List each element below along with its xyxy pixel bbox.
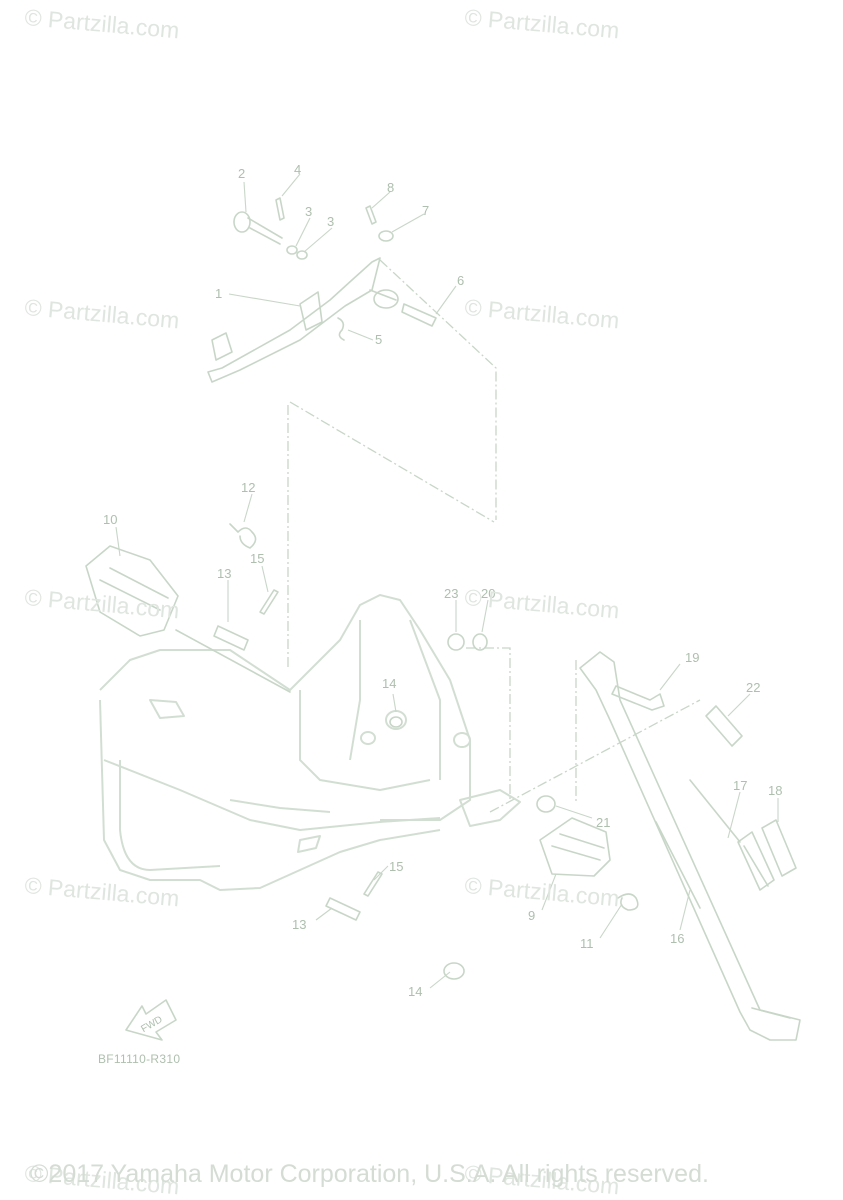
cotter-pin-15-upper [259, 589, 279, 615]
callout-17: 17 [733, 778, 747, 793]
callout-15a: 15 [250, 551, 264, 566]
cotter-pin-4 [275, 197, 285, 221]
callout-8: 8 [387, 180, 394, 195]
callout-labels: 1 2 3 3 4 5 6 7 8 9 10 11 12 13 13 14 14… [103, 162, 782, 999]
callout-10: 10 [103, 512, 117, 527]
return-spring-5 [337, 317, 345, 341]
spring-17 [737, 831, 775, 891]
pin-6 [401, 303, 437, 327]
callout-15b: 15 [389, 859, 403, 874]
callout-7: 7 [422, 203, 429, 218]
fwd-arrow: FWD [125, 999, 177, 1041]
spring-12 [229, 523, 257, 549]
washer-20 [472, 633, 488, 651]
callout-3b: 3 [327, 214, 334, 229]
spring-hook [689, 779, 741, 843]
cotter-pin-8 [365, 205, 377, 225]
pin-13-lower [325, 897, 361, 921]
sidestand [579, 651, 801, 1041]
callout-18: 18 [768, 783, 782, 798]
callout-1: 1 [215, 286, 222, 301]
callout-20: 20 [481, 586, 495, 601]
callout-11: 11 [580, 936, 594, 951]
callout-14a: 14 [382, 676, 396, 691]
collar-21 [536, 795, 556, 813]
collar-23 [447, 633, 465, 651]
callout-16: 16 [670, 931, 684, 946]
brake-pedal [207, 257, 399, 383]
callout-3a: 3 [305, 204, 312, 219]
copyright-notice: ©2017 Yamaha Motor Corporation, U.S.A. A… [30, 1160, 709, 1188]
callout-19: 19 [685, 650, 699, 665]
diagram-code: BF11110-R310 [98, 1052, 181, 1066]
sleeve-18 [761, 819, 797, 877]
spring-11 [617, 893, 639, 911]
washer-14-upper [389, 716, 403, 728]
frame [99, 594, 521, 891]
bolt-19 [611, 685, 665, 711]
fwd-label: FWD [139, 1014, 164, 1035]
callout-4: 4 [294, 162, 301, 177]
pin-13-upper [213, 625, 249, 651]
footrest-left [85, 545, 291, 693]
callout-5: 5 [375, 332, 382, 347]
washer-3b [296, 250, 308, 260]
washer-7 [378, 230, 394, 242]
washer-3a [286, 245, 298, 255]
cotter-pin-15-lower [363, 871, 383, 897]
footrest-right [539, 817, 611, 877]
assembly-reference-lines [287, 259, 701, 813]
bracket-22 [705, 705, 743, 747]
callout-22: 22 [746, 680, 760, 695]
callout-23: 23 [444, 586, 458, 601]
leader-lines [115, 173, 779, 989]
callout-9: 9 [528, 908, 535, 923]
callout-13b: 13 [292, 917, 306, 932]
callout-6: 6 [457, 273, 464, 288]
callout-21: 21 [596, 815, 610, 830]
pivot-bolt [233, 211, 283, 245]
callout-2: 2 [238, 166, 245, 181]
washer-14-lower [443, 962, 465, 980]
callout-14b: 14 [408, 984, 422, 999]
callout-13a: 13 [217, 566, 231, 581]
callout-12: 12 [241, 480, 255, 495]
